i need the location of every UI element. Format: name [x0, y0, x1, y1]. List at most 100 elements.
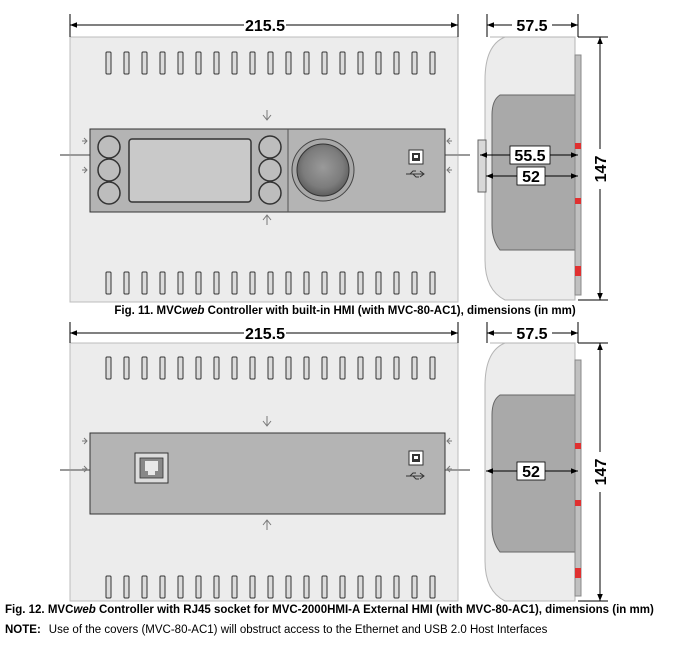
vent-slot	[375, 271, 382, 295]
vent-slot	[195, 271, 202, 295]
vent-slot	[429, 51, 436, 75]
note-label: NOTE:	[5, 624, 41, 636]
vent-slot	[123, 51, 130, 75]
vent-slot	[177, 51, 184, 75]
fig12-width-label: 215.5	[245, 326, 285, 343]
vent-slot	[321, 356, 328, 380]
fig11-inner-label-b: 52	[522, 169, 540, 186]
fig11-caption: Fig. 11. MVCweb Controller with built-in…	[114, 305, 576, 317]
fig11-front-view: 215.5	[60, 14, 470, 303]
usb-port-icon	[406, 450, 425, 480]
vent-slot	[303, 575, 310, 599]
vent-slot	[321, 51, 328, 75]
vent-slot	[321, 575, 328, 599]
vent-slot	[105, 51, 112, 75]
vent-slot	[177, 271, 184, 295]
vent-slot	[249, 51, 256, 75]
clip-arrow-icons	[82, 416, 452, 530]
vent-slot	[213, 51, 220, 75]
vent-slot	[357, 575, 364, 599]
vent-slot	[303, 271, 310, 295]
usb-port-icon	[406, 149, 425, 178]
vent-slot	[195, 51, 202, 75]
vent-slot	[321, 271, 328, 295]
din-clip-red	[575, 143, 581, 276]
vent-slot	[393, 356, 400, 380]
vent-slot	[411, 356, 418, 380]
vent-slot	[411, 51, 418, 75]
vent-slot	[429, 575, 436, 599]
vent-slot	[249, 356, 256, 380]
vent-slot	[105, 575, 112, 599]
vent-slot	[429, 356, 436, 380]
vent-slot	[159, 51, 166, 75]
fig11-depth-label: 57.5	[516, 18, 547, 35]
vent-slot	[303, 51, 310, 75]
vent-slot	[429, 271, 436, 295]
fig11-width-label: 215.5	[245, 18, 285, 35]
fig11-inner-label-a: 55.5	[514, 148, 545, 165]
rj45-socket-icon	[134, 452, 169, 484]
vent-slot	[123, 575, 130, 599]
fig12-depth-label: 57.5	[516, 326, 547, 343]
vent-slot	[105, 271, 112, 295]
vent-slot	[141, 356, 148, 380]
vent-slot	[159, 271, 166, 295]
vent-slot	[285, 356, 292, 380]
vent-slot	[393, 51, 400, 75]
vent-slots-bottom	[105, 271, 436, 295]
vent-slots-top	[105, 356, 436, 380]
lcd-screen	[128, 138, 252, 203]
vent-slot	[213, 356, 220, 380]
vent-slot	[393, 575, 400, 599]
vent-slot	[213, 575, 220, 599]
vent-slot	[357, 356, 364, 380]
vent-slot	[249, 575, 256, 599]
fig11-height-label: 147	[593, 156, 610, 183]
vent-slot	[213, 271, 220, 295]
clip-arrow-icons	[82, 110, 452, 225]
vent-slot	[123, 271, 130, 295]
vent-slot	[339, 51, 346, 75]
note-text: NOTE:Use of the covers (MVC-80-AC1) will…	[5, 624, 548, 636]
vent-slot	[339, 271, 346, 295]
vent-slot	[141, 271, 148, 295]
vent-slot	[177, 356, 184, 380]
vent-slot	[159, 356, 166, 380]
hmi-buttons-left	[97, 135, 121, 205]
fig11-side-view: 57.5 147 55.5 52	[477, 14, 610, 301]
vent-slot	[195, 575, 202, 599]
vent-slots-bottom	[105, 575, 436, 599]
vent-slot	[285, 271, 292, 295]
vent-slot	[339, 575, 346, 599]
fig12-inner-label: 52	[522, 464, 540, 481]
vent-slot	[303, 356, 310, 380]
vent-slot	[267, 51, 274, 75]
fig12-height-label: 147	[593, 459, 610, 486]
fig12-caption: Fig. 12. MVCweb Controller with RJ45 soc…	[5, 604, 654, 616]
vent-slot	[267, 575, 274, 599]
vent-slot	[357, 271, 364, 295]
vent-slot	[231, 51, 238, 75]
vent-slot	[357, 51, 364, 75]
vent-slot	[267, 356, 274, 380]
din-clip-red	[575, 443, 581, 578]
vent-slot	[411, 575, 418, 599]
vent-slot	[285, 51, 292, 75]
vent-slot	[267, 271, 274, 295]
vent-slot	[375, 356, 382, 380]
vent-slot	[393, 271, 400, 295]
vent-slot	[375, 575, 382, 599]
vent-slot	[177, 575, 184, 599]
vent-slot	[411, 271, 418, 295]
vent-slot	[231, 575, 238, 599]
vent-slot	[141, 51, 148, 75]
vent-slot	[123, 356, 130, 380]
fig12-front-view: 215.5	[60, 322, 470, 602]
vent-slot	[339, 356, 346, 380]
vent-slot	[285, 575, 292, 599]
vent-slot	[141, 575, 148, 599]
vent-slot	[231, 271, 238, 295]
vent-slot	[159, 575, 166, 599]
